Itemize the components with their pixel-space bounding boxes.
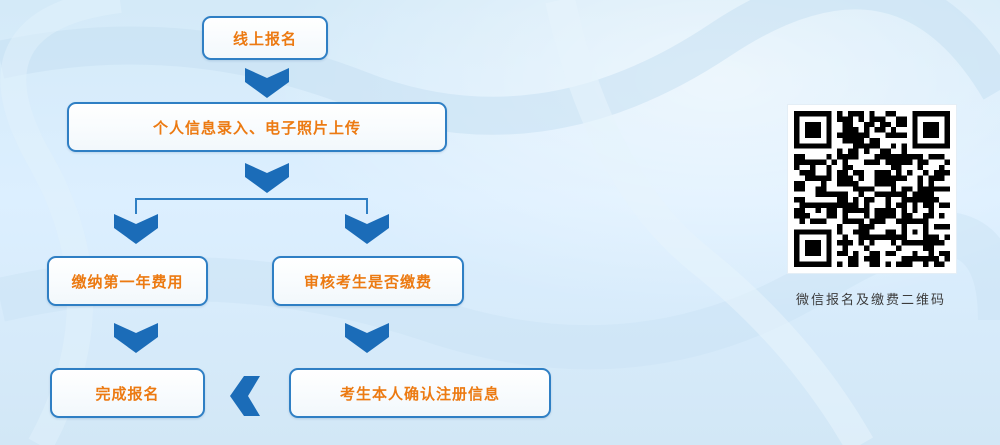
qr-code (787, 104, 957, 274)
step-pay-first-year: 缴纳第一年费用 (47, 256, 208, 306)
step-info-entry: 个人信息录入、电子照片上传 (67, 102, 447, 152)
step-review-payment-label: 审核考生是否缴费 (303, 272, 432, 291)
step-complete-label: 完成报名 (95, 384, 160, 403)
step-online-signup-label: 线上报名 (232, 29, 297, 48)
down-arrow-icon (245, 68, 289, 98)
step-confirm-info: 考生本人确认注册信息 (289, 368, 551, 418)
down-arrow-icon (245, 163, 289, 193)
down-arrow-icon (345, 214, 389, 244)
qr-caption: 微信报名及缴费二维码 (795, 293, 946, 308)
step-complete: 完成报名 (50, 368, 205, 418)
step-review-payment: 审核考生是否缴费 (272, 256, 464, 306)
qr-code-icon (794, 111, 950, 267)
down-arrow-icon (114, 323, 158, 353)
step-online-signup: 线上报名 (202, 16, 328, 60)
down-arrow-icon (345, 323, 389, 353)
down-arrow-icon (114, 214, 158, 244)
left-arrow-icon (230, 376, 260, 416)
step-confirm-info-label: 考生本人确认注册信息 (339, 384, 500, 403)
step-pay-first-year-label: 缴纳第一年费用 (71, 272, 184, 291)
step-info-entry-label: 个人信息录入、电子照片上传 (152, 118, 361, 137)
